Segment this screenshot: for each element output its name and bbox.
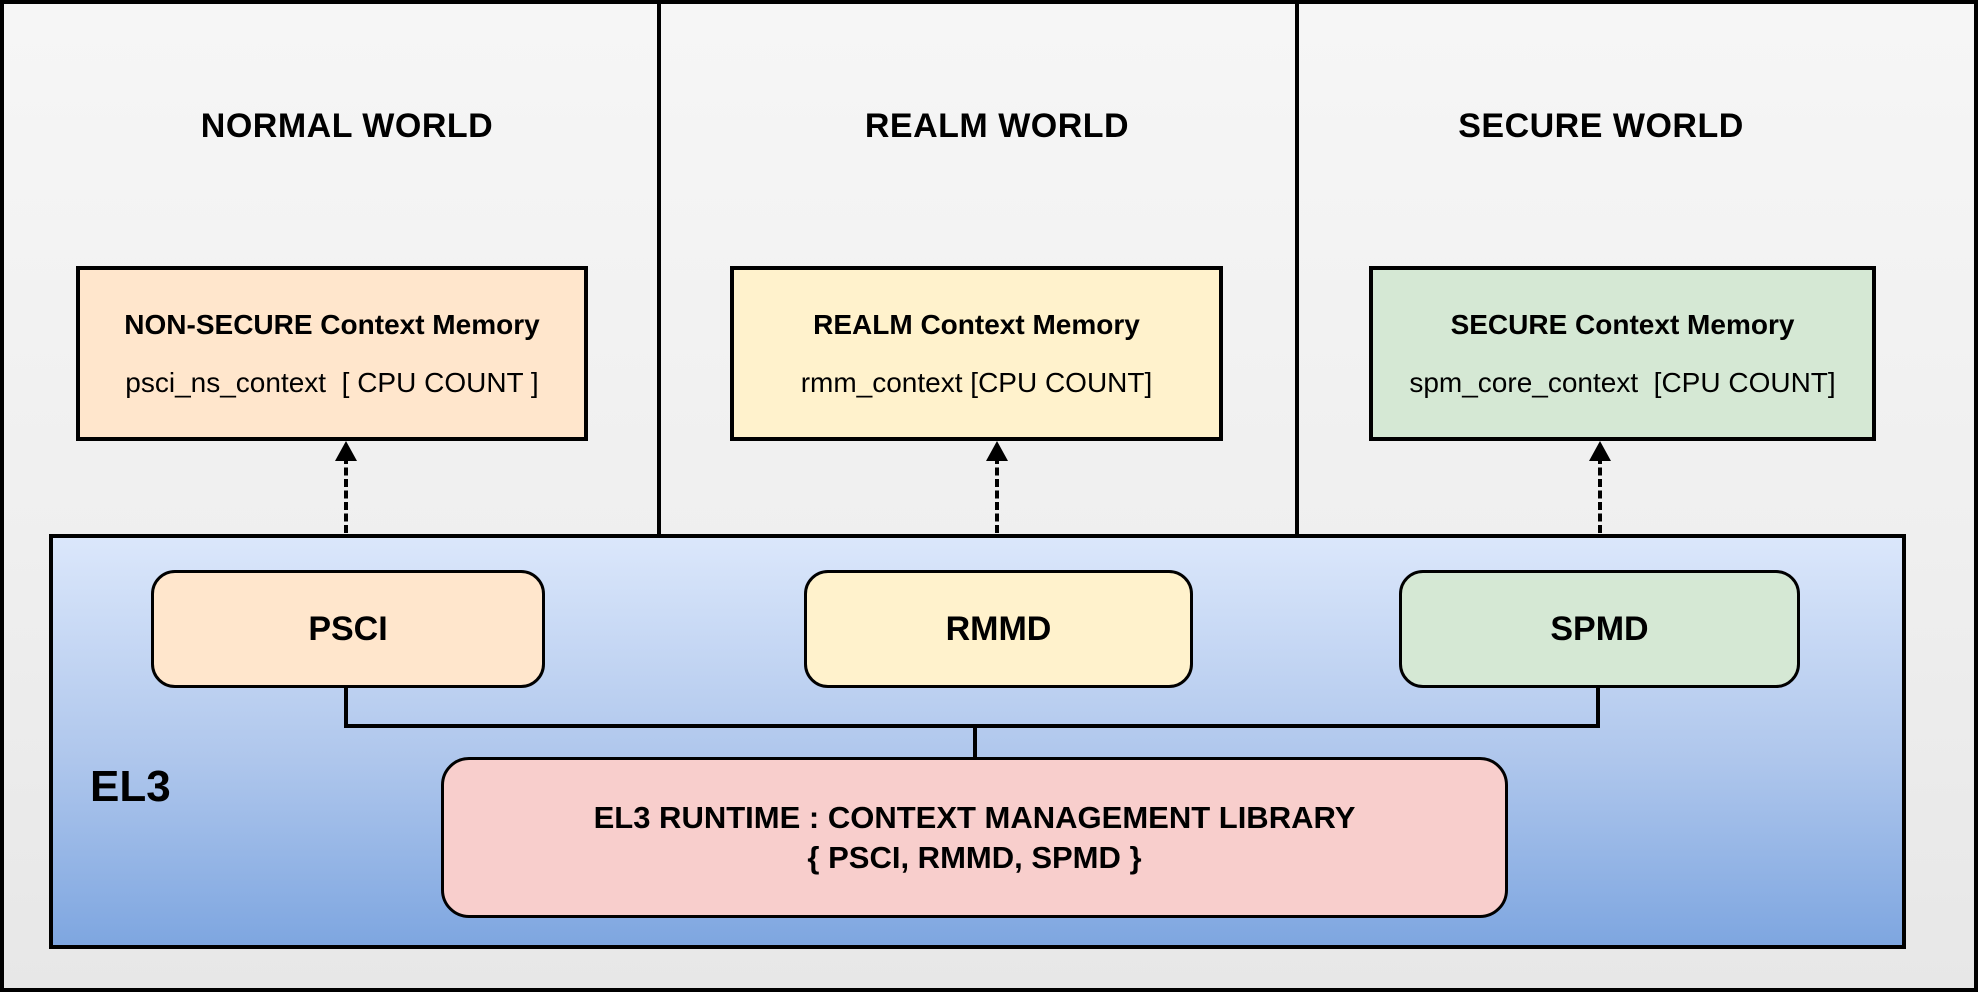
- memory-box-title: REALM Context Memory: [813, 308, 1140, 340]
- realm-world-title: REALM WORLD: [864, 107, 1130, 145]
- memory-box-title: SECURE Context Memory: [1450, 308, 1795, 340]
- connector-spmd-stem: [1596, 686, 1600, 728]
- arrowhead-up-icon: [335, 441, 357, 461]
- normal-world-title: NORMAL WORLD: [200, 107, 494, 145]
- memory-box-subtitle: rmm_context [CPU COUNT]: [800, 366, 1153, 398]
- secure-world-title: SECURE WORLD: [1458, 107, 1744, 145]
- arrowhead-up-icon: [986, 441, 1008, 461]
- dashed-line: [995, 456, 999, 556]
- world-divider-normal-realm: [657, 4, 661, 536]
- memory-box-title: NON-SECURE Context Memory: [124, 308, 540, 340]
- memory-box-subtitle: spm_core_context [CPU COUNT]: [1409, 366, 1836, 398]
- runtime-box-line2: { PSCI, RMMD, SPMD }: [807, 839, 1142, 875]
- non-secure-context-memory-box: NON-SECURE Context Memory psci_ns_contex…: [76, 266, 588, 441]
- world-divider-realm-secure: [1295, 4, 1299, 536]
- runtime-box-line1: EL3 RUNTIME : CONTEXT MANAGEMENT LIBRARY: [593, 799, 1356, 835]
- connector-runtime-stem: [973, 724, 977, 760]
- connector-horizontal-line: [344, 724, 1600, 728]
- memory-box-subtitle: psci_ns_context [ CPU COUNT ]: [125, 366, 539, 398]
- dashed-line: [1598, 456, 1602, 556]
- arrowhead-up-icon: [1589, 441, 1611, 461]
- el3-runtime-library-box: EL3 RUNTIME : CONTEXT MANAGEMENT LIBRARY…: [441, 757, 1508, 918]
- secure-context-memory-box: SECURE Context Memory spm_core_context […: [1369, 266, 1876, 441]
- rmmd-module-box: RMMD: [804, 570, 1193, 688]
- spmd-module-box: SPMD: [1399, 570, 1800, 688]
- el3-label: EL3: [90, 762, 171, 811]
- realm-context-memory-box: REALM Context Memory rmm_context [CPU CO…: [730, 266, 1223, 441]
- connector-psci-stem: [344, 686, 348, 728]
- dashed-line: [344, 456, 348, 556]
- psci-module-box: PSCI: [151, 570, 545, 688]
